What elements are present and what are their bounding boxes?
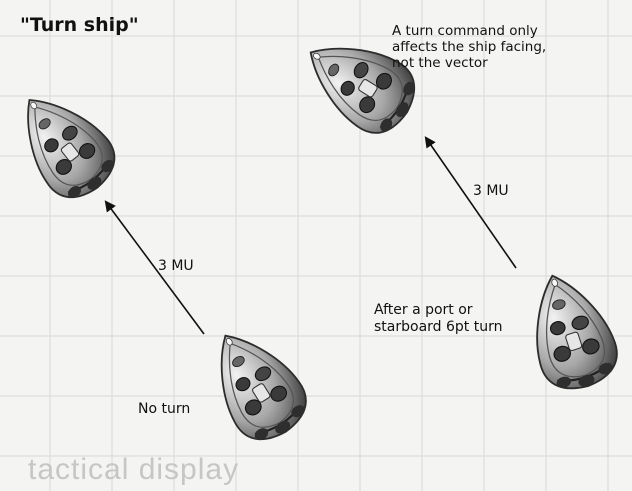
tactical-display-watermark: tactical display [28,452,239,487]
move-distance-label-left: 3 MU [158,258,194,275]
ship-top-left [0,77,127,210]
diagram-title: "Turn ship" [20,14,139,36]
move-distance-label-right: 3 MU [473,183,509,200]
after-turn-label: After a port or starboard 6pt turn [374,302,502,335]
turn-command-note: A turn command only affects the ship fac… [392,24,628,72]
no-turn-label: No turn [138,401,190,418]
move-vector-arrow-right [426,138,516,268]
ship-bottom-right [515,264,625,398]
